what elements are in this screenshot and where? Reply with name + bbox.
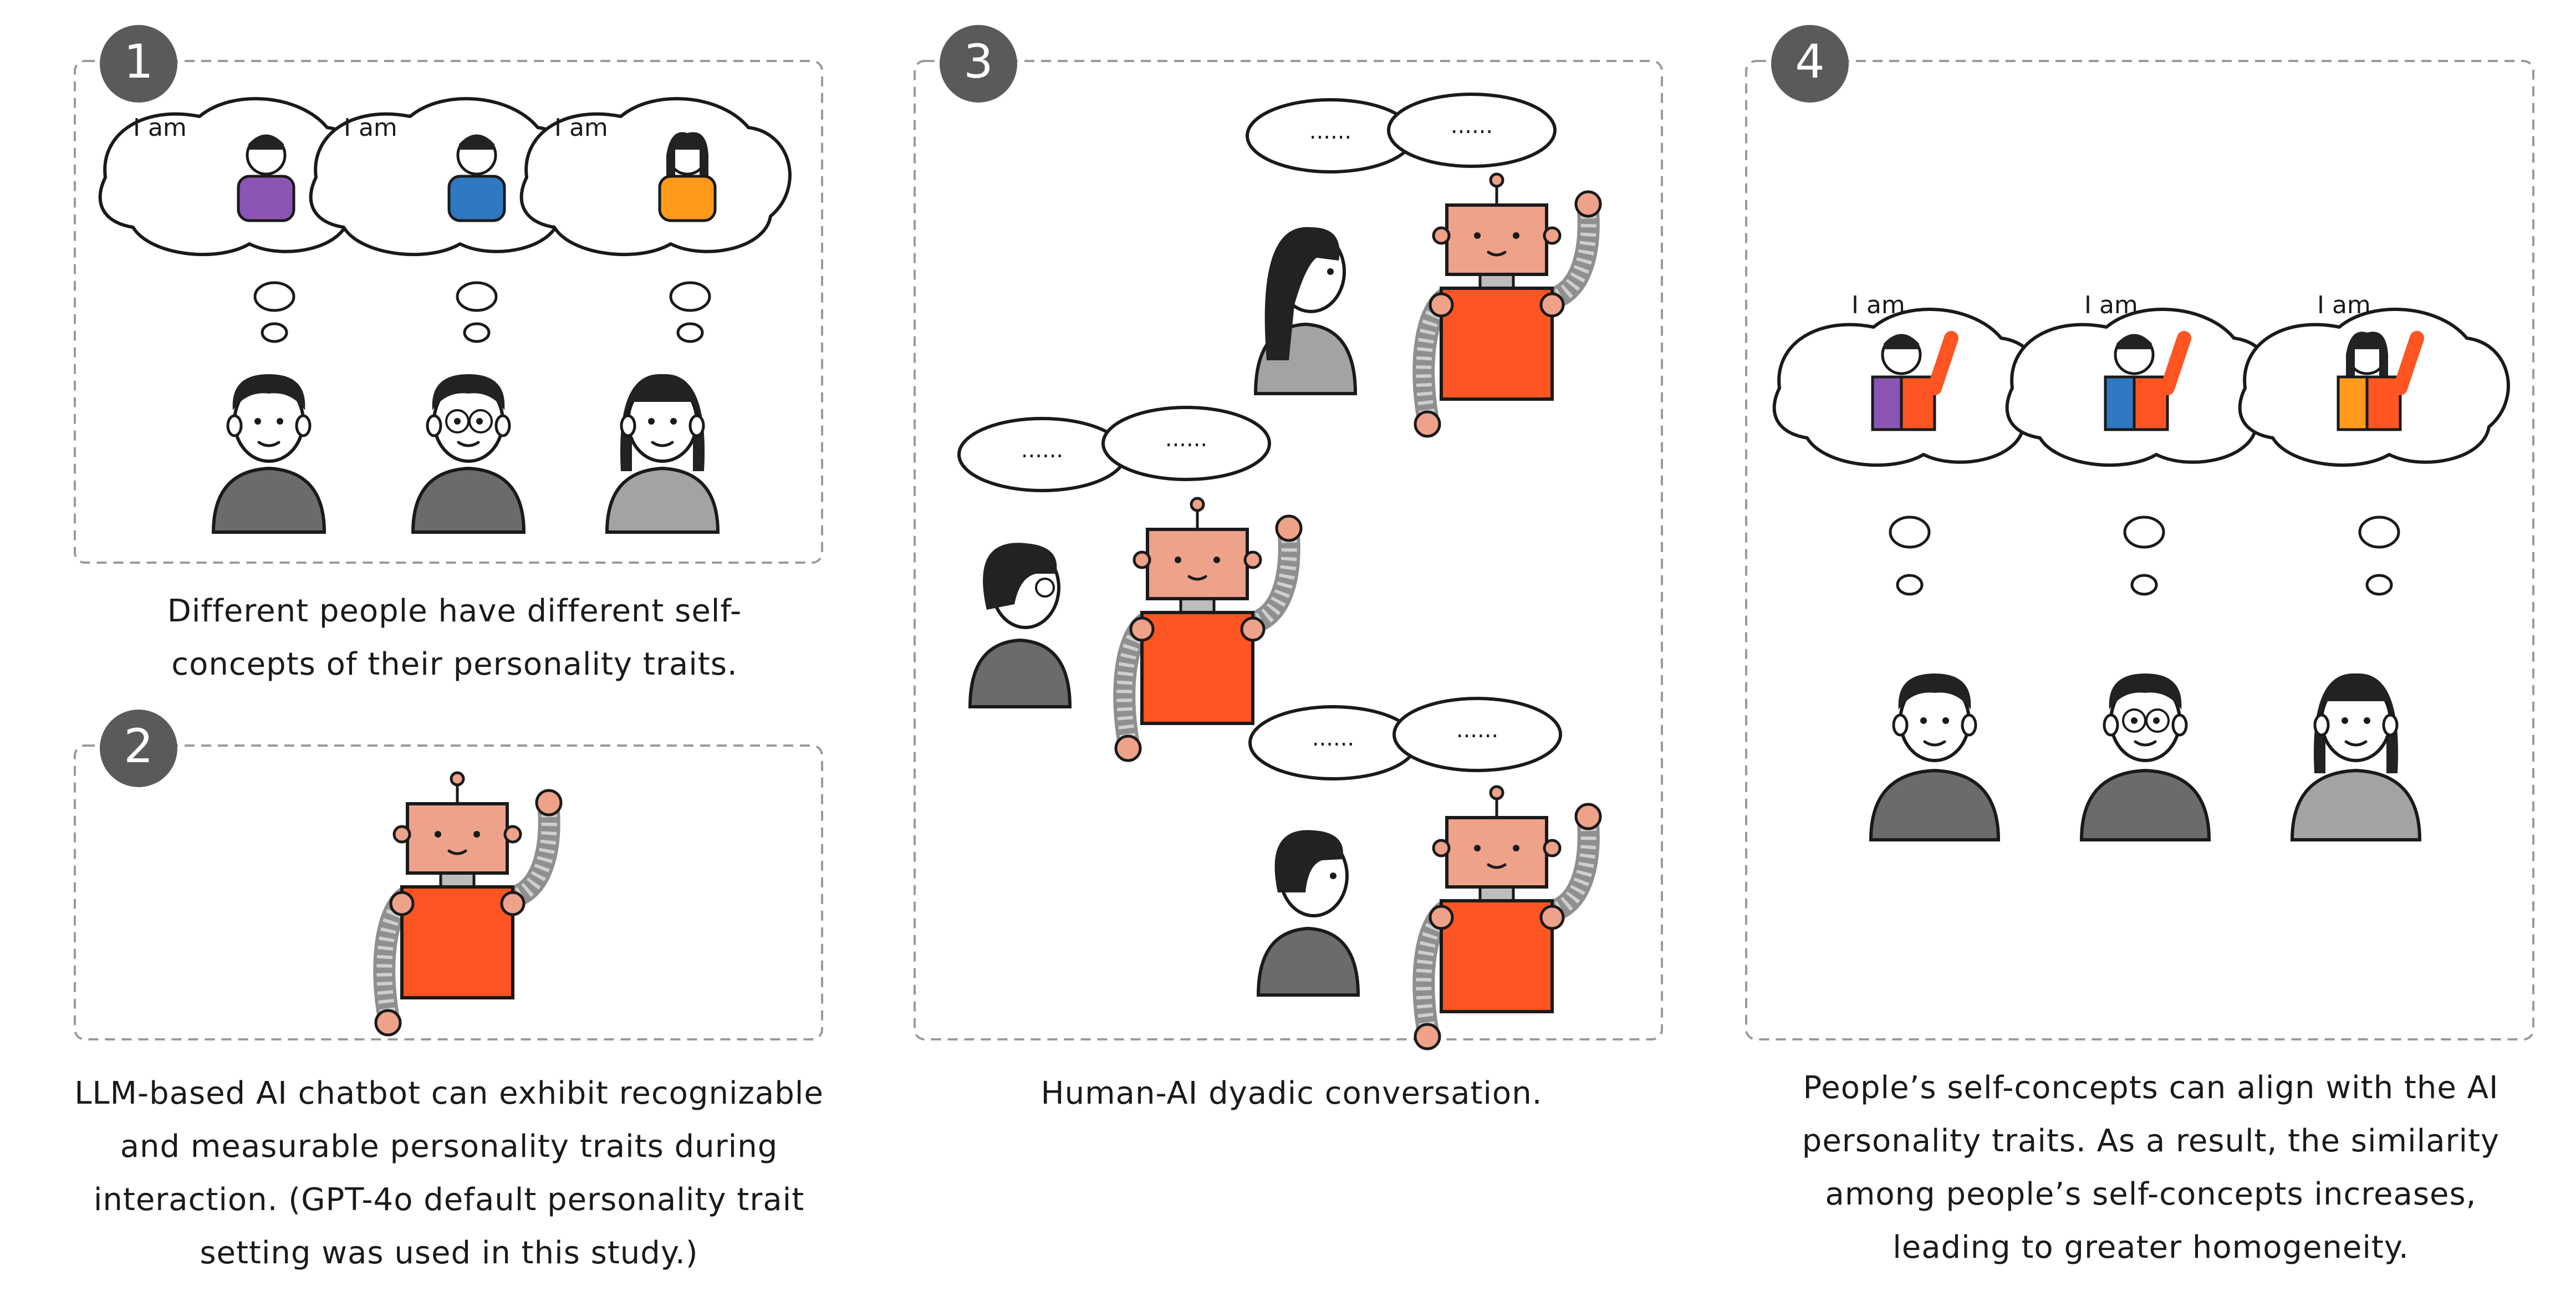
svg-text:3: 3 xyxy=(963,34,993,89)
svg-text:I am: I am xyxy=(2317,291,2371,319)
svg-text:1: 1 xyxy=(124,34,153,89)
step-4-caption-line: leading to greater homogeneity. xyxy=(1893,1229,2409,1266)
step-1-caption: Different people have different self- co… xyxy=(72,585,837,691)
panel-3-frame xyxy=(914,60,1663,1040)
step-4-caption-line: personality traits. As a result, the sim… xyxy=(1802,1123,2500,1159)
step-4-badge: 4 xyxy=(1771,25,1849,103)
step-1-caption-line: concepts of their personality traits. xyxy=(171,646,738,682)
step-3-caption-line: Human-AI dyadic conversation. xyxy=(1040,1075,1543,1111)
step-2-caption-line: interaction. (GPT-4o default personality… xyxy=(93,1182,805,1218)
step-2-caption-line: setting was used in this study.) xyxy=(200,1235,698,1271)
svg-text:......: ...... xyxy=(1456,717,1498,743)
step-3-caption: Human-AI dyadic conversation. xyxy=(915,1067,1669,1120)
panel-4-person-2 xyxy=(2079,673,2211,841)
step-4-caption-line: People’s self-concepts can align with th… xyxy=(1803,1070,2499,1106)
step-1-badge: 1 xyxy=(100,25,177,103)
svg-text:I am: I am xyxy=(133,114,187,142)
svg-text:I am: I am xyxy=(2084,291,2138,319)
panel-3-speech-bubble-human-1: ...... xyxy=(1247,100,1414,172)
panel-1-frame xyxy=(74,60,823,564)
panel-3-human-2 xyxy=(968,543,1072,708)
step-4-caption-line: among people’s self-concepts increases, xyxy=(1825,1176,2477,1212)
step-2-caption-line: LLM-based AI chatbot can exhibit recogni… xyxy=(74,1075,824,1111)
panel-3-speech-bubble-ai-1: ...... xyxy=(1389,94,1555,166)
panel-3-speech-bubble-ai-2: ...... xyxy=(1103,407,1269,479)
svg-text:2: 2 xyxy=(124,719,153,773)
panel-2-ai-robot xyxy=(376,773,561,1035)
step-4-caption: People’s self-concepts can align with th… xyxy=(1746,1062,2555,1274)
panel-1-thought-bubble-1: I am xyxy=(100,99,369,254)
panel-3-speech-bubble-ai-3: ...... xyxy=(1394,698,1560,771)
panel-3-human-3 xyxy=(1256,830,1360,997)
panel-4-thought-trails xyxy=(1889,516,2400,596)
step-2-caption-line: and measurable personality traits during xyxy=(120,1129,778,1165)
panel-3-speech-bubble-human-3: ...... xyxy=(1250,707,1416,779)
panel-4-frame xyxy=(1745,60,2534,1040)
svg-text:......: ...... xyxy=(1451,113,1493,139)
step-3-badge: 3 xyxy=(940,25,1017,103)
panel-1-person-3 xyxy=(605,374,720,534)
panel-3-speech-bubble-human-2: ...... xyxy=(959,419,1125,491)
panel-1-person-2 xyxy=(411,374,526,534)
step-2-caption: LLM-based AI chatbot can exhibit recogni… xyxy=(17,1067,881,1280)
svg-text:......: ...... xyxy=(1021,437,1063,463)
panel-4-thought-bubble-3: I am xyxy=(2240,291,2508,465)
panel-4-thought-bubble-2: I am xyxy=(2007,291,2276,465)
step-1-caption-line: Different people have different self- xyxy=(167,593,742,629)
panel-3-robot-1 xyxy=(1415,174,1600,436)
panel-1-thought-trails xyxy=(253,281,711,343)
panel-1-thought-bubble-3: I am xyxy=(522,99,790,254)
panel-3-human-1 xyxy=(1253,227,1358,395)
step-2-badge: 2 xyxy=(100,710,177,787)
svg-text:I am: I am xyxy=(554,114,608,142)
svg-text:......: ...... xyxy=(1312,726,1354,751)
panel-4-person-1 xyxy=(1869,673,2001,841)
svg-text:......: ...... xyxy=(1309,119,1351,144)
panel-4-thought-bubble-1: I am xyxy=(1774,291,2043,465)
svg-text:......: ...... xyxy=(1165,426,1207,452)
panel-1-thought-bubble-2: I am xyxy=(311,99,579,254)
svg-text:4: 4 xyxy=(1795,34,1824,89)
panel-3-robot-3 xyxy=(1415,787,1600,1049)
svg-text:I am: I am xyxy=(344,114,397,142)
panel-4-person-3 xyxy=(2290,673,2422,841)
svg-text:I am: I am xyxy=(1851,291,1905,319)
panel-1-person-1 xyxy=(211,374,327,534)
